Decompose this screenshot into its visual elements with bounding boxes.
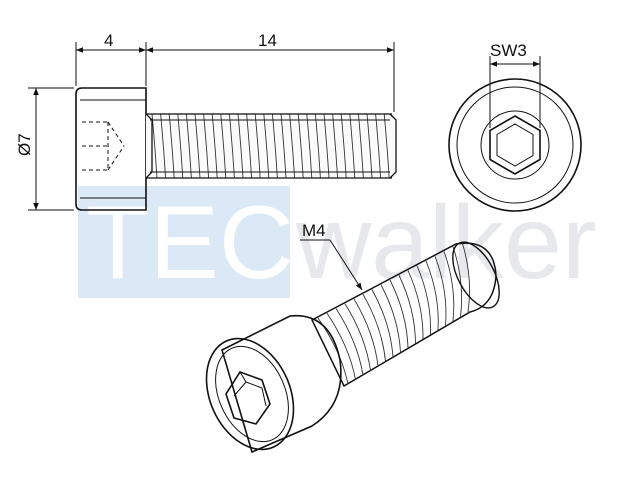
hex-socket-iso bbox=[225, 371, 271, 425]
iso-thread-crest-line bbox=[443, 251, 455, 322]
iso-thread-crest-line bbox=[416, 265, 432, 335]
iso-thread-crest-line bbox=[461, 241, 471, 313]
dim-thread-length: 14 bbox=[146, 31, 395, 112]
dim-head-length-label: 4 bbox=[104, 31, 113, 50]
dim-thread-size-label: M4 bbox=[302, 221, 326, 240]
watermark-tec: TEC bbox=[86, 185, 294, 301]
iso-thread-crest-line bbox=[326, 312, 356, 380]
socket-circle bbox=[480, 110, 550, 180]
watermark-box bbox=[78, 186, 290, 298]
iso-thread-crest-line bbox=[371, 289, 394, 358]
iso-thread-crest-line bbox=[389, 279, 409, 349]
iso-thread-crest-line bbox=[317, 317, 349, 385]
dim-socket-size: SW3 bbox=[489, 41, 541, 128]
thread-side bbox=[145, 113, 397, 179]
dim-head-diameter: Ø7 bbox=[15, 87, 74, 211]
dim-thread-size: M4 bbox=[300, 221, 363, 291]
hex-socket bbox=[489, 115, 541, 175]
end-view: SW3 bbox=[448, 41, 582, 212]
hidden-socket bbox=[82, 121, 125, 171]
dim-head-diameter-label: Ø7 bbox=[15, 133, 34, 156]
watermark-walker: walker bbox=[295, 185, 597, 301]
side-view: 4 14 Ø7 bbox=[15, 31, 397, 211]
dim-head-length: 4 bbox=[75, 31, 147, 86]
iso-thread-crest-line bbox=[398, 275, 416, 344]
iso-thread-crest-line bbox=[344, 303, 371, 371]
iso-thread-crest-line bbox=[425, 260, 439, 331]
head-iso bbox=[205, 314, 342, 454]
screw-head-side bbox=[75, 87, 147, 211]
iso-thread-crest-line bbox=[335, 308, 364, 376]
head-outer-circle bbox=[448, 78, 582, 212]
iso-thread-crest-line bbox=[353, 298, 379, 367]
head-face bbox=[205, 337, 295, 451]
iso-view: M4 bbox=[205, 221, 500, 454]
dim-thread-length-label: 14 bbox=[258, 31, 277, 50]
iso-thread-crest-line bbox=[452, 246, 463, 317]
iso-thread-crest-line bbox=[407, 270, 424, 340]
iso-thread-crest-line bbox=[362, 294, 386, 362]
iso-thread-crest-line bbox=[434, 256, 447, 326]
thread-iso bbox=[311, 241, 500, 388]
dim-socket-size-label: SW3 bbox=[490, 41, 527, 60]
head-inner-circle bbox=[456, 86, 574, 204]
iso-thread-crest-line bbox=[380, 284, 401, 353]
watermark: TEC walker bbox=[78, 185, 597, 301]
